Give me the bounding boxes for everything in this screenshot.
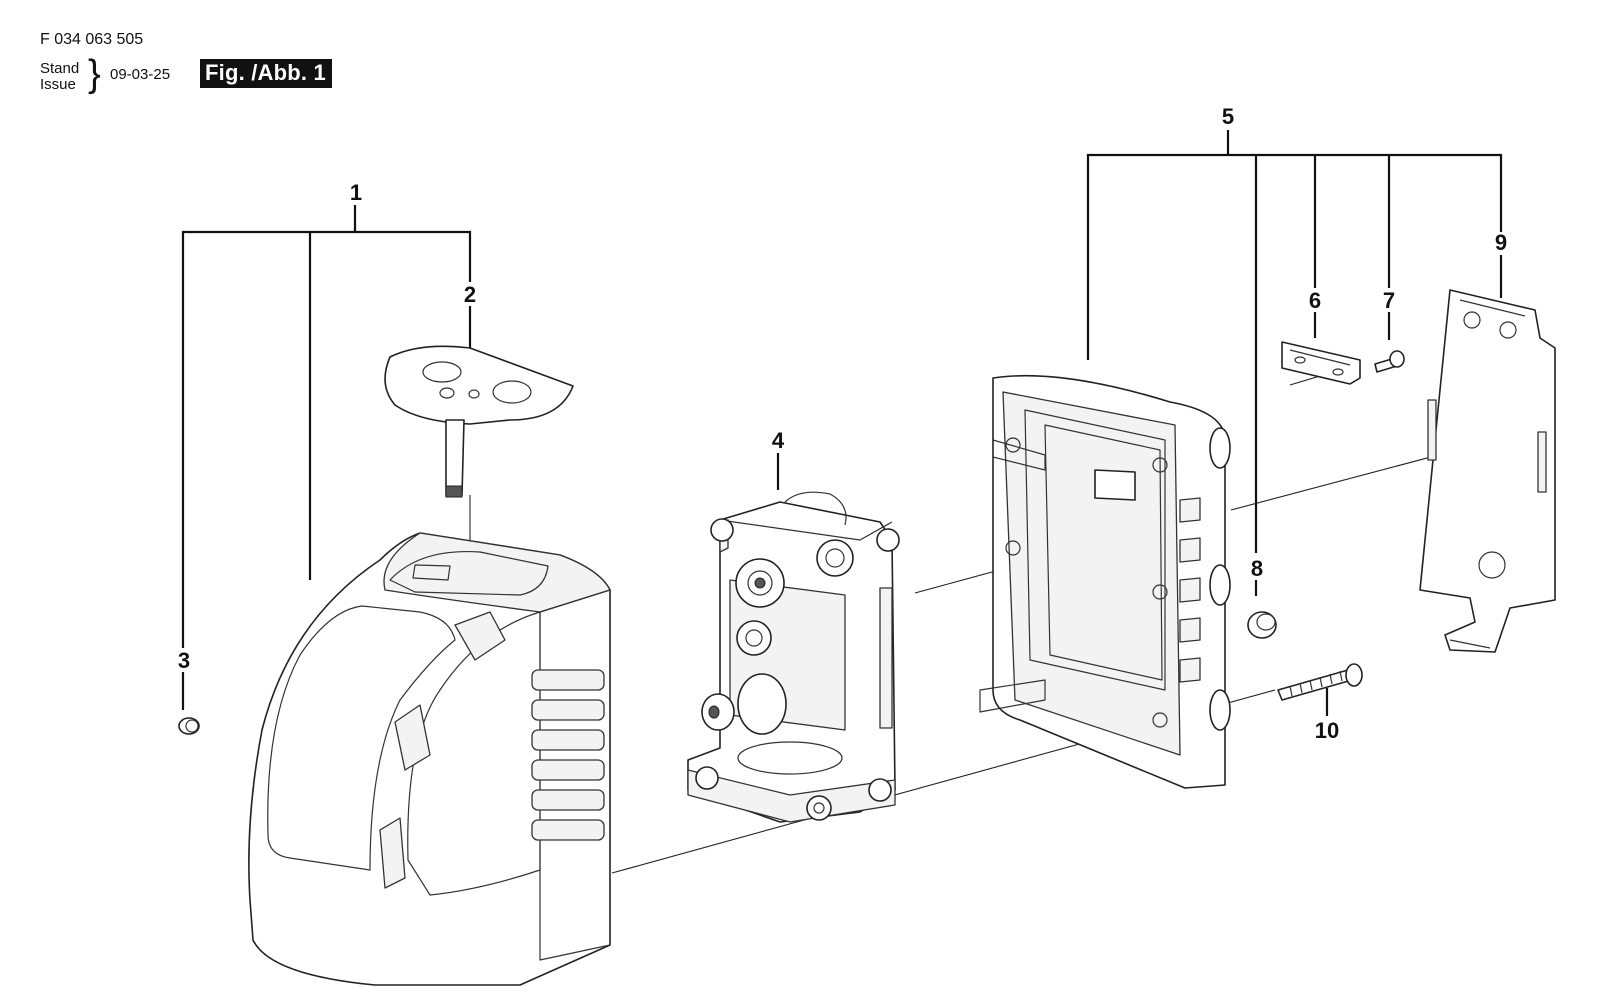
part-6-clip (1281, 341, 1361, 385)
callout-4: 4 (772, 428, 785, 453)
leader-lines (181, 255, 1503, 716)
part-1-housing (248, 532, 611, 986)
part-2-label-plate (384, 345, 574, 498)
part-10-long-screw (1277, 663, 1363, 701)
callout-1: 1 (350, 180, 362, 205)
part-5-frame (979, 374, 1231, 789)
callout-7: 7 (1383, 288, 1395, 313)
callout-2: 2 (464, 282, 476, 307)
callout-5: 5 (1222, 104, 1234, 129)
callout-10: 10 (1315, 718, 1339, 743)
part-8-plug (1247, 611, 1277, 639)
issue-label: Issue (40, 76, 76, 93)
callout-6: 6 (1309, 288, 1321, 313)
part-3-cap (178, 717, 200, 735)
part-9-back-cover (1419, 289, 1556, 653)
callout-8: 8 (1251, 556, 1263, 581)
brace-glyph: } (88, 53, 101, 95)
stand-label: Stand (40, 60, 80, 77)
figure-label: Fig. /Abb. 1 (200, 59, 332, 88)
callout-labels: 1 2 3 4 5 6 7 8 9 10 (178, 104, 1507, 743)
bracket-5 (1086, 130, 1503, 553)
callout-3: 3 (178, 648, 190, 673)
bracket-1 (181, 205, 472, 648)
part-4-laser-module (687, 491, 900, 823)
part-number: F 034 063 505 (40, 31, 144, 48)
issue-date: 09-03-25 (110, 66, 171, 83)
stand-issue-labels: Stand Issue (40, 61, 79, 93)
part-7-screw (1374, 350, 1405, 373)
callout-9: 9 (1495, 230, 1507, 255)
